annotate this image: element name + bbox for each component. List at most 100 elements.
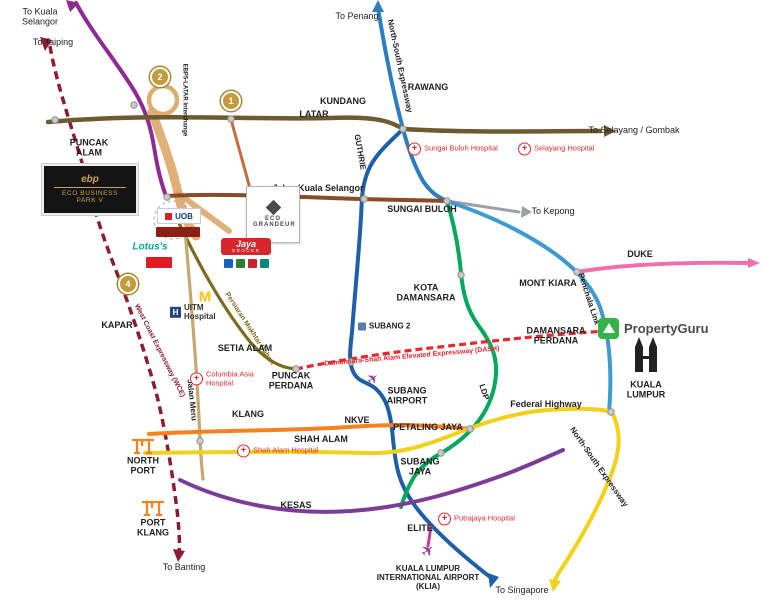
- road-kesas: [178, 448, 565, 514]
- road-penchala-link: [445, 199, 613, 414]
- ebp-monogram: ebp: [81, 174, 99, 185]
- uob-red-square-icon: [165, 212, 173, 220]
- hospital-shah-alam: Shah Alam Hospital: [237, 444, 319, 458]
- lotus-logo: Lotus's: [132, 241, 168, 253]
- label-subang-2-group: SUBANG 2: [358, 322, 410, 331]
- label-duke: DUKE: [627, 248, 653, 259]
- label-sungai-buloh: SUNGAI BULOH: [387, 203, 457, 214]
- store-logo-bar: [156, 227, 200, 237]
- label-kundang: KUNDANG: [320, 95, 366, 106]
- marker-4: 4: [118, 274, 138, 294]
- road-wce: [48, 45, 182, 552]
- hospital-putrajaya: Putrajaya Hospital: [438, 512, 515, 526]
- uob-logo: UOB: [157, 208, 201, 224]
- jaya-grocer-sub: GROCER: [231, 247, 261, 253]
- label-klang: KLANG: [232, 408, 264, 419]
- eco-business-park-logo: ebp ECO BUSINESS PARK V: [42, 164, 138, 215]
- label-shah-alam: SHAH ALAM: [294, 433, 348, 444]
- label-kuala-lumpur: KUALA LUMPUR: [626, 379, 666, 400]
- hospital-cross-icon: [408, 142, 421, 156]
- label-petaling-jaya: PETALING JAYA: [393, 421, 463, 432]
- label-puncak-alam: PUNCAK ALAM: [69, 137, 109, 158]
- hospital-sungai-buloh: Sungai Buloh Hospital: [408, 142, 498, 156]
- eco-grandeur-logo: ECO GRANDEUR: [246, 186, 300, 243]
- store-logo-mini: [236, 259, 245, 268]
- arrow-to-penang: [372, 0, 384, 12]
- label-elite: ELITE: [407, 522, 433, 533]
- label-ebp5-latar-interchange: EBP5-LATAR Interchange: [181, 63, 188, 137]
- label-kapar: KAPAR: [101, 319, 133, 330]
- hospital-cross-icon: [190, 372, 203, 386]
- hospital-selayang: Selayang Hospital: [518, 142, 595, 156]
- label-to-banting: To Banting: [162, 561, 206, 572]
- hospital-uitm: UITM Hospital: [170, 303, 220, 321]
- label-to-taiping: To Taiping: [32, 36, 74, 47]
- hospital-label: Shah Alam Hospital: [253, 445, 319, 455]
- hospital-label: Selayang Hospital: [534, 143, 595, 153]
- label-port-klang: PORT KLANG: [137, 517, 169, 538]
- uob-text: UOB: [175, 211, 193, 221]
- label-to-selayang-gombak: To Selayang / Gombak: [588, 124, 680, 135]
- road-latar: [45, 115, 603, 134]
- label-north-port: NORTH PORT: [127, 455, 159, 476]
- label-federal-highway: Federal Highway: [510, 398, 582, 409]
- road-jalan-kuala-selangor: [164, 192, 449, 203]
- subang2-icon: [358, 322, 366, 330]
- label-jalan-kuala-selangor: Jalan Kuala Selangor: [272, 182, 364, 193]
- petronas-towers-icon: [635, 337, 657, 372]
- hospital-label: Putrajaya Hospital: [454, 513, 515, 523]
- label-setia-alam: SETIA ALAM: [217, 342, 273, 353]
- store-logo-mini: [260, 259, 269, 268]
- label-to-penang: To Penang: [335, 10, 379, 21]
- hospital-label: Columbia Asia Hospital: [206, 369, 254, 387]
- propertyguru-logo: PropertyGuru: [598, 318, 709, 339]
- arrow-to-kepong: [521, 206, 532, 218]
- road-nkve: [147, 423, 472, 436]
- jaya-grocer-script: Jaya: [235, 238, 257, 249]
- road-duke: [575, 260, 750, 274]
- label-damansara-perdana: DAMANSARA PERDANA: [526, 325, 586, 346]
- hospital-cross-icon: [438, 512, 451, 526]
- mcdonalds-logo: M: [198, 288, 212, 306]
- eco-grandeur-name: ECO GRANDEUR: [253, 215, 296, 228]
- label-latar: LATAR: [299, 108, 329, 119]
- road-persiaran-mokhtar-dahari: [175, 217, 298, 371]
- label-to-kuala-selangor: To Kuala Selangor: [21, 6, 59, 27]
- jaya-grocer-logo: Jaya GROCER: [221, 238, 271, 255]
- hospital-label: Sungai Buloh Hospital: [424, 143, 498, 153]
- label-kesas: KESAS: [280, 499, 312, 510]
- marker-1: 1: [221, 91, 241, 111]
- arrow-to-banting: [173, 549, 185, 562]
- propertyguru-text: PropertyGuru: [624, 321, 709, 336]
- road-federal-nse-south: [143, 406, 621, 586]
- port-klang-crane-icon: [142, 500, 164, 517]
- hospital-building-icon: [170, 306, 181, 318]
- label-to-singapore: To Singapore: [495, 584, 549, 595]
- road-nse-north: [376, 6, 449, 203]
- hospital-columbia-asia: Columbia Asia Hospital: [190, 369, 268, 387]
- hospital-cross-icon: [237, 444, 250, 458]
- arrow-to-singapore-nse: [549, 579, 561, 592]
- arrow-to-taiping: [40, 37, 52, 51]
- road-jalan-meru: [183, 228, 205, 481]
- label-subang-jaya: SUBANG JAYA: [400, 456, 440, 477]
- arrow-to-kuala-selangor: [66, 0, 79, 12]
- label-kota-damansara: KOTA DAMANSARA: [396, 282, 456, 303]
- ebp-name: ECO BUSINESS PARK V: [54, 187, 126, 204]
- arrow-duke: [748, 258, 760, 268]
- hospital-cross-icon: [518, 142, 531, 156]
- eco-grandeur-emblem-icon: [265, 199, 281, 215]
- store-logo-mini: [224, 259, 233, 268]
- label-puncak-perdana: PUNCAK PERDANA: [268, 370, 314, 391]
- store-logo-mini: [248, 259, 257, 268]
- hospital-label: UITM Hospital: [184, 302, 216, 321]
- north-port-crane-icon: [132, 438, 154, 455]
- label-rawang: RAWANG: [407, 81, 449, 92]
- label-mont-kiara: MONT KIARA: [519, 277, 577, 288]
- latar-interchange-loop: [146, 83, 180, 117]
- arrow-to-selayang: [604, 125, 616, 137]
- arrow-to-singapore-elite: [488, 573, 499, 588]
- label-nkve: NKVE: [344, 414, 370, 425]
